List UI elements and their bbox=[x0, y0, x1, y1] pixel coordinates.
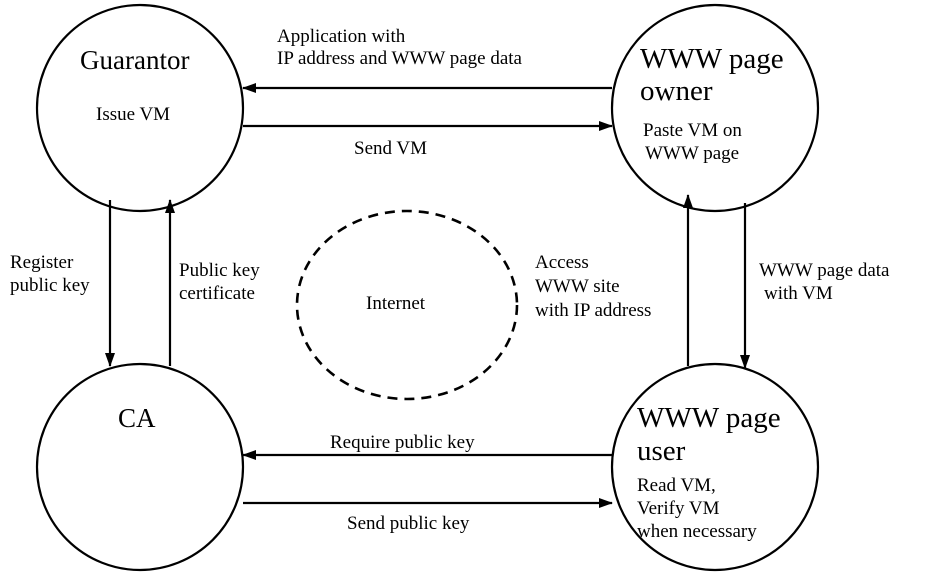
send-key-label: Send public key bbox=[347, 513, 470, 534]
user-node bbox=[610, 362, 820, 572]
application-label-line2: IP address and WWW page data bbox=[277, 48, 523, 69]
page-data-label-line1: WWW page data bbox=[759, 260, 890, 281]
ca-title: CA bbox=[118, 403, 156, 433]
owner-body-line2: WWW page bbox=[645, 143, 739, 164]
user-title-line2: user bbox=[637, 435, 686, 467]
user-body-line3: when necessary bbox=[637, 521, 757, 542]
owner-node bbox=[610, 3, 820, 213]
send-vm-label: Send VM bbox=[354, 138, 427, 159]
guarantor-body: Issue VM bbox=[96, 104, 170, 125]
ca-node bbox=[35, 362, 245, 572]
certificate-label-line2: certificate bbox=[179, 283, 255, 304]
user-body-line1: Read VM, bbox=[637, 475, 716, 496]
certificate-label-line1: Public key bbox=[179, 260, 260, 281]
owner-title-line1: WWW page bbox=[640, 43, 784, 75]
user-title-line1: WWW page bbox=[637, 402, 781, 434]
register-label-line1: Register bbox=[10, 252, 74, 273]
access-label-line3: with IP address bbox=[535, 300, 651, 321]
require-key-label: Require public key bbox=[330, 432, 475, 453]
access-label-line2: WWW site bbox=[535, 276, 620, 297]
user-body-line2: Verify VM bbox=[637, 498, 720, 519]
internet-cloud bbox=[295, 209, 519, 401]
register-label-line2: public key bbox=[10, 275, 90, 296]
guarantor-node bbox=[35, 3, 245, 213]
guarantor-title: Guarantor bbox=[80, 45, 189, 75]
owner-body-line1: Paste VM on bbox=[643, 120, 742, 141]
access-label-line1: Access bbox=[535, 252, 589, 273]
owner-title-line2: owner bbox=[640, 75, 713, 107]
internet-label: Internet bbox=[366, 293, 426, 314]
application-label-line1: Application with bbox=[277, 26, 406, 47]
page-data-label-line2: with VM bbox=[764, 283, 833, 304]
